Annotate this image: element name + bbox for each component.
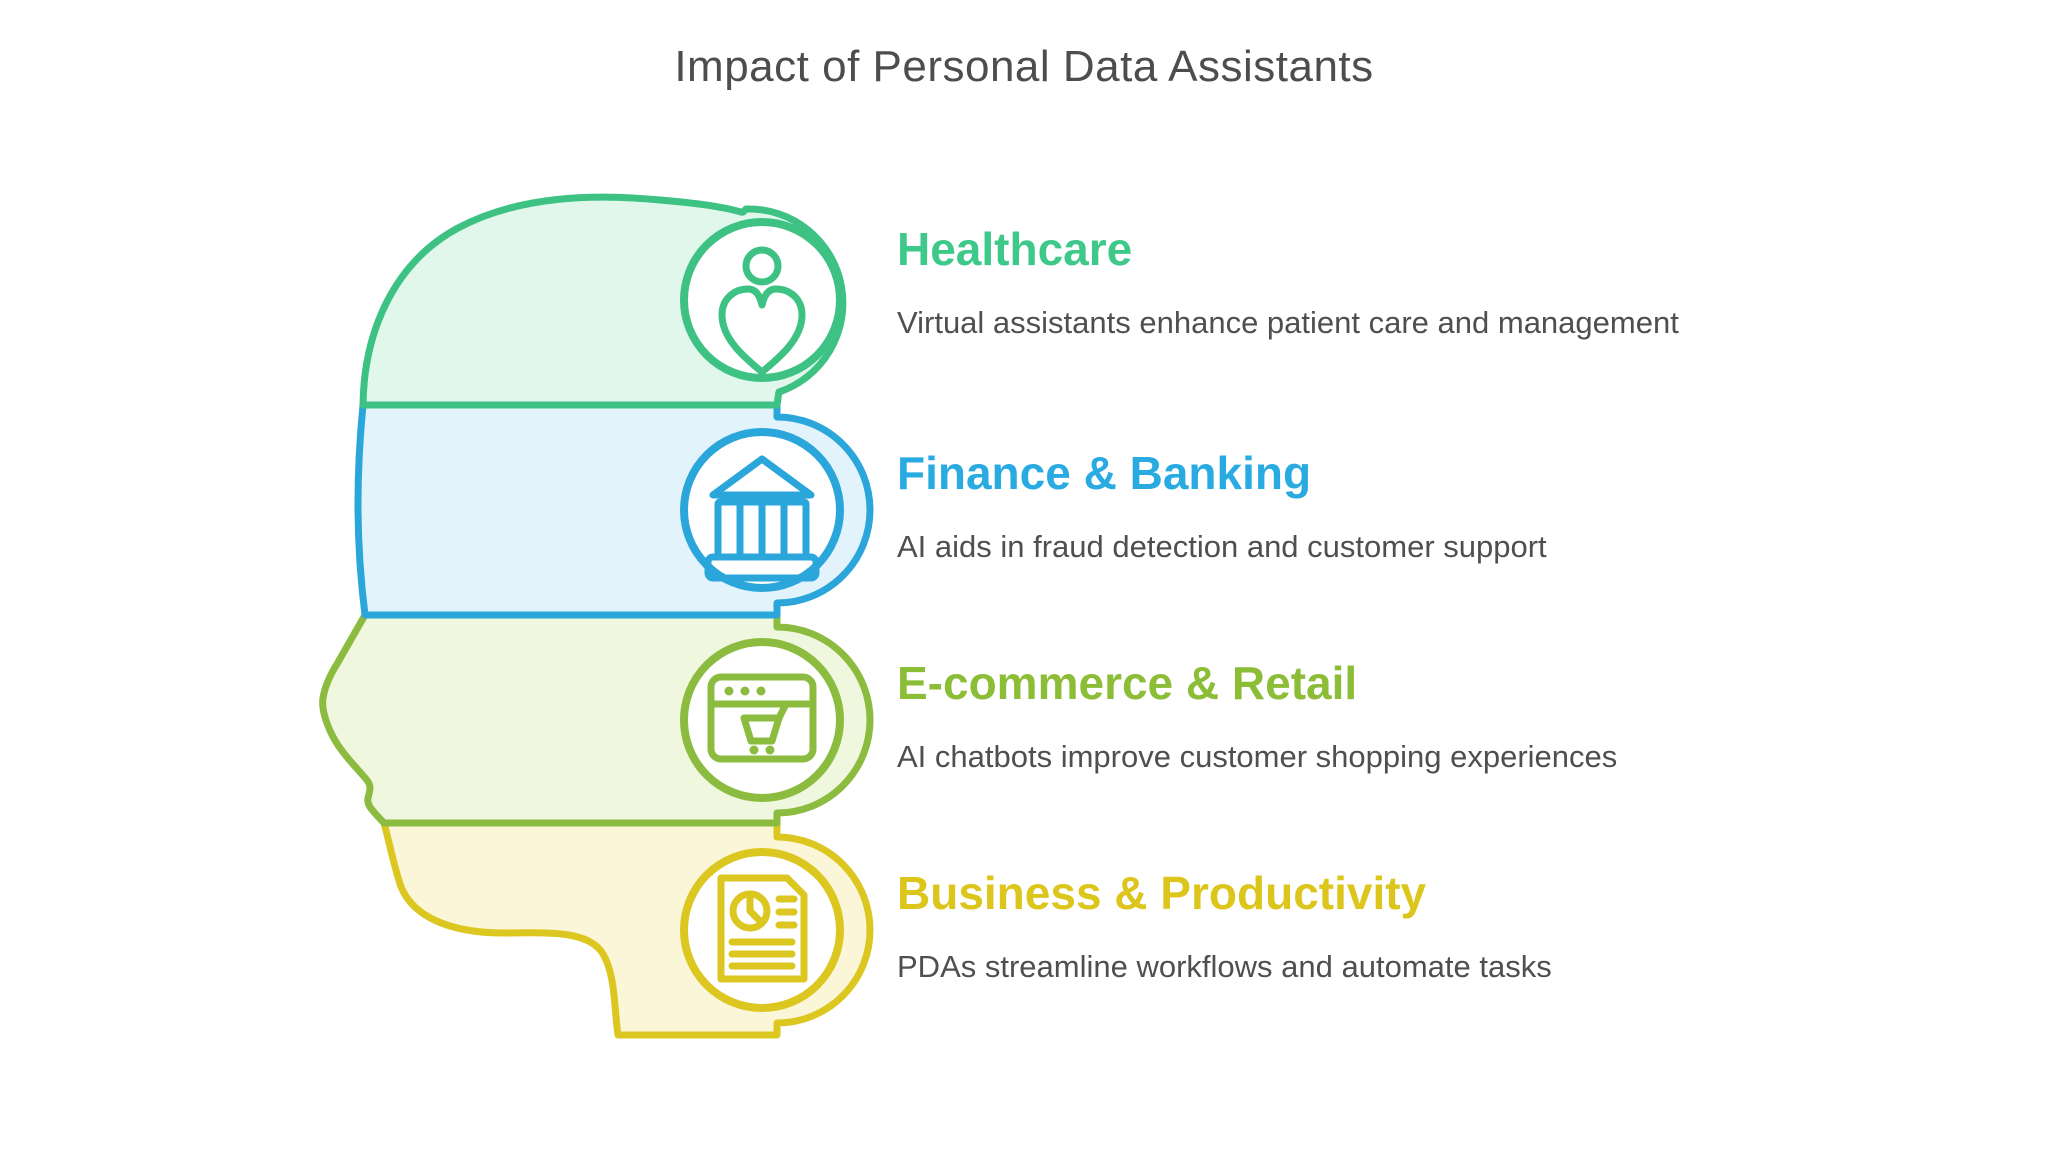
section-ecommerce-heading: E-commerce & Retail: [897, 657, 1358, 709]
business-icon-medallion: [680, 848, 844, 1012]
section-healthcare-heading: Healthcare: [897, 223, 1133, 275]
section-finance-text: Finance & Banking AI aids in fraud detec…: [897, 446, 1717, 568]
browser-shopping-cart-icon: [707, 673, 817, 763]
person-heart-icon: [718, 246, 806, 376]
section-healthcare-text: Healthcare Virtual assistants enhance pa…: [897, 222, 1717, 344]
section-finance-heading: Finance & Banking: [897, 447, 1312, 499]
section-ecommerce-text: E-commerce & Retail AI chatbots improve …: [897, 656, 1717, 778]
report-document-icon: [717, 874, 808, 983]
section-finance-description: AI aids in fraud detection and customer …: [897, 529, 1547, 564]
section-business-text: Business & Productivity PDAs streamline …: [897, 866, 1717, 988]
section-business-description: PDAs streamline workflows and automate t…: [897, 949, 1552, 984]
section-business-heading: Business & Productivity: [897, 867, 1427, 919]
bank-icon: [704, 455, 820, 582]
finance-icon-medallion: [680, 428, 844, 592]
section-healthcare-description: Virtual assistants enhance patient care …: [897, 305, 1679, 340]
healthcare-icon-medallion: [680, 218, 844, 382]
page-title: Impact of Personal Data Assistants: [674, 42, 1374, 91]
section-ecommerce-description: AI chatbots improve customer shopping ex…: [897, 739, 1618, 774]
ecommerce-icon-medallion: [680, 638, 844, 802]
